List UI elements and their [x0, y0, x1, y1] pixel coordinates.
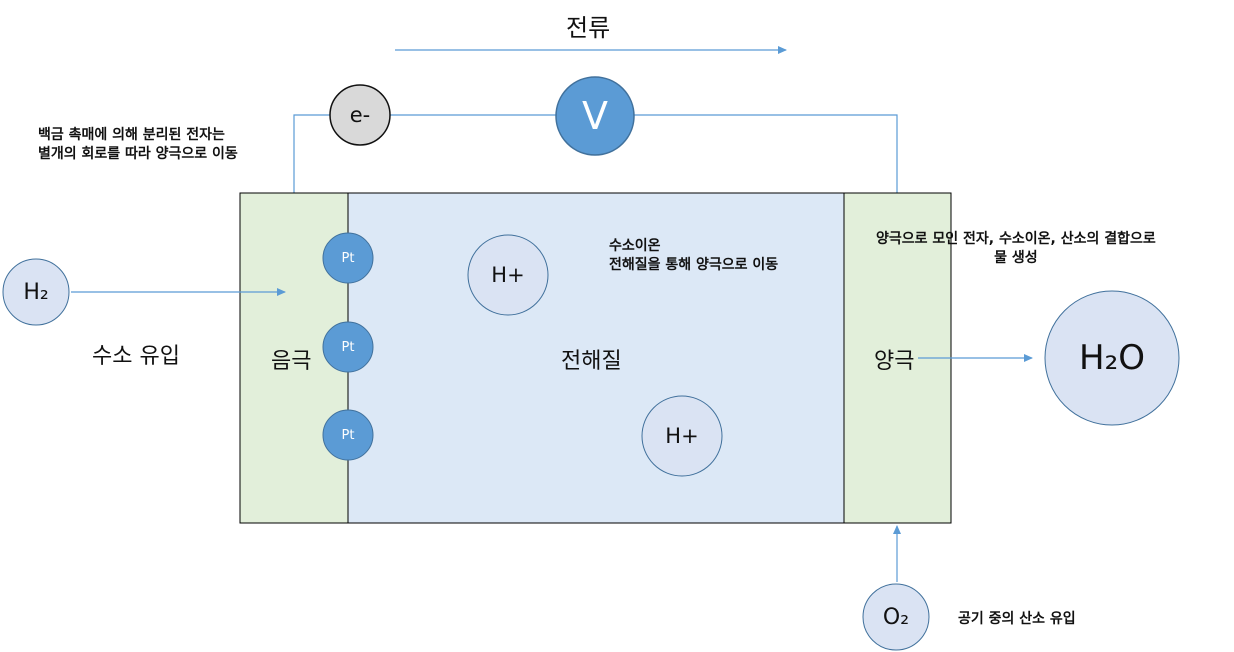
platinum-catalyst-label: Pt [341, 339, 355, 355]
proton-note-line: 수소이온 [609, 238, 661, 254]
cathode-note-line: 물 생성 [994, 250, 1038, 266]
hydrogen-molecule-circle [2, 258, 70, 326]
hydrogen-molecule-label: H₂ [23, 279, 49, 305]
electrolyte-label: 전해질 [561, 349, 622, 374]
electrolyte-region [347, 192, 845, 524]
cathode-note: 양극으로 모인 전자, 수소이온, 산소의 결합으로 물 생성 [876, 230, 1156, 268]
water-molecule-label: H₂O [1079, 338, 1145, 378]
hydrogen-ion-label: H+ [665, 424, 699, 448]
oxygen-molecule-circle [862, 583, 930, 651]
platinum-catalyst-label: Pt [341, 250, 355, 266]
cathode-note-line: 양극으로 모인 전자, 수소이온, 산소의 결합으로 [876, 231, 1156, 247]
electron-label: e- [349, 103, 371, 127]
oxygen-molecule-label: O₂ [882, 604, 910, 630]
platinum-catalyst [322, 232, 374, 284]
hydrogen-inflow-label: 수소 유입 [92, 344, 180, 369]
current-label: 전류 [566, 14, 611, 42]
voltmeter-circle [555, 76, 635, 156]
hydrogen-ion-label: H+ [491, 263, 525, 287]
water-molecule-circle [1044, 290, 1180, 426]
hydrogen-ion-circle [467, 234, 549, 316]
electron-circle [329, 84, 391, 146]
platinum-catalyst-label: Pt [341, 427, 355, 443]
electron-note-line: 별개의 회로를 따라 양극으로 이동 [38, 146, 238, 162]
voltmeter-label: V [582, 94, 608, 138]
platinum-catalyst [322, 321, 374, 373]
hydrogen-ion-circle [641, 395, 723, 477]
cathode-label: 양극 [874, 349, 915, 374]
proton-note: 수소이온 전해질을 통해 양극으로 이동 [609, 237, 778, 275]
oxygen-inflow-label: 공기 중의 산소 유입 [958, 611, 1076, 627]
proton-note-line: 전해질을 통해 양극으로 이동 [609, 257, 779, 273]
anode-label: 음극 [271, 349, 312, 374]
platinum-catalyst [322, 409, 374, 461]
electron-note: 백금 촉매에 의해 분리된 전자는 별개의 회로를 따라 양극으로 이동 [38, 126, 238, 164]
electron-note-line: 백금 촉매에 의해 분리된 전자는 [38, 127, 225, 143]
